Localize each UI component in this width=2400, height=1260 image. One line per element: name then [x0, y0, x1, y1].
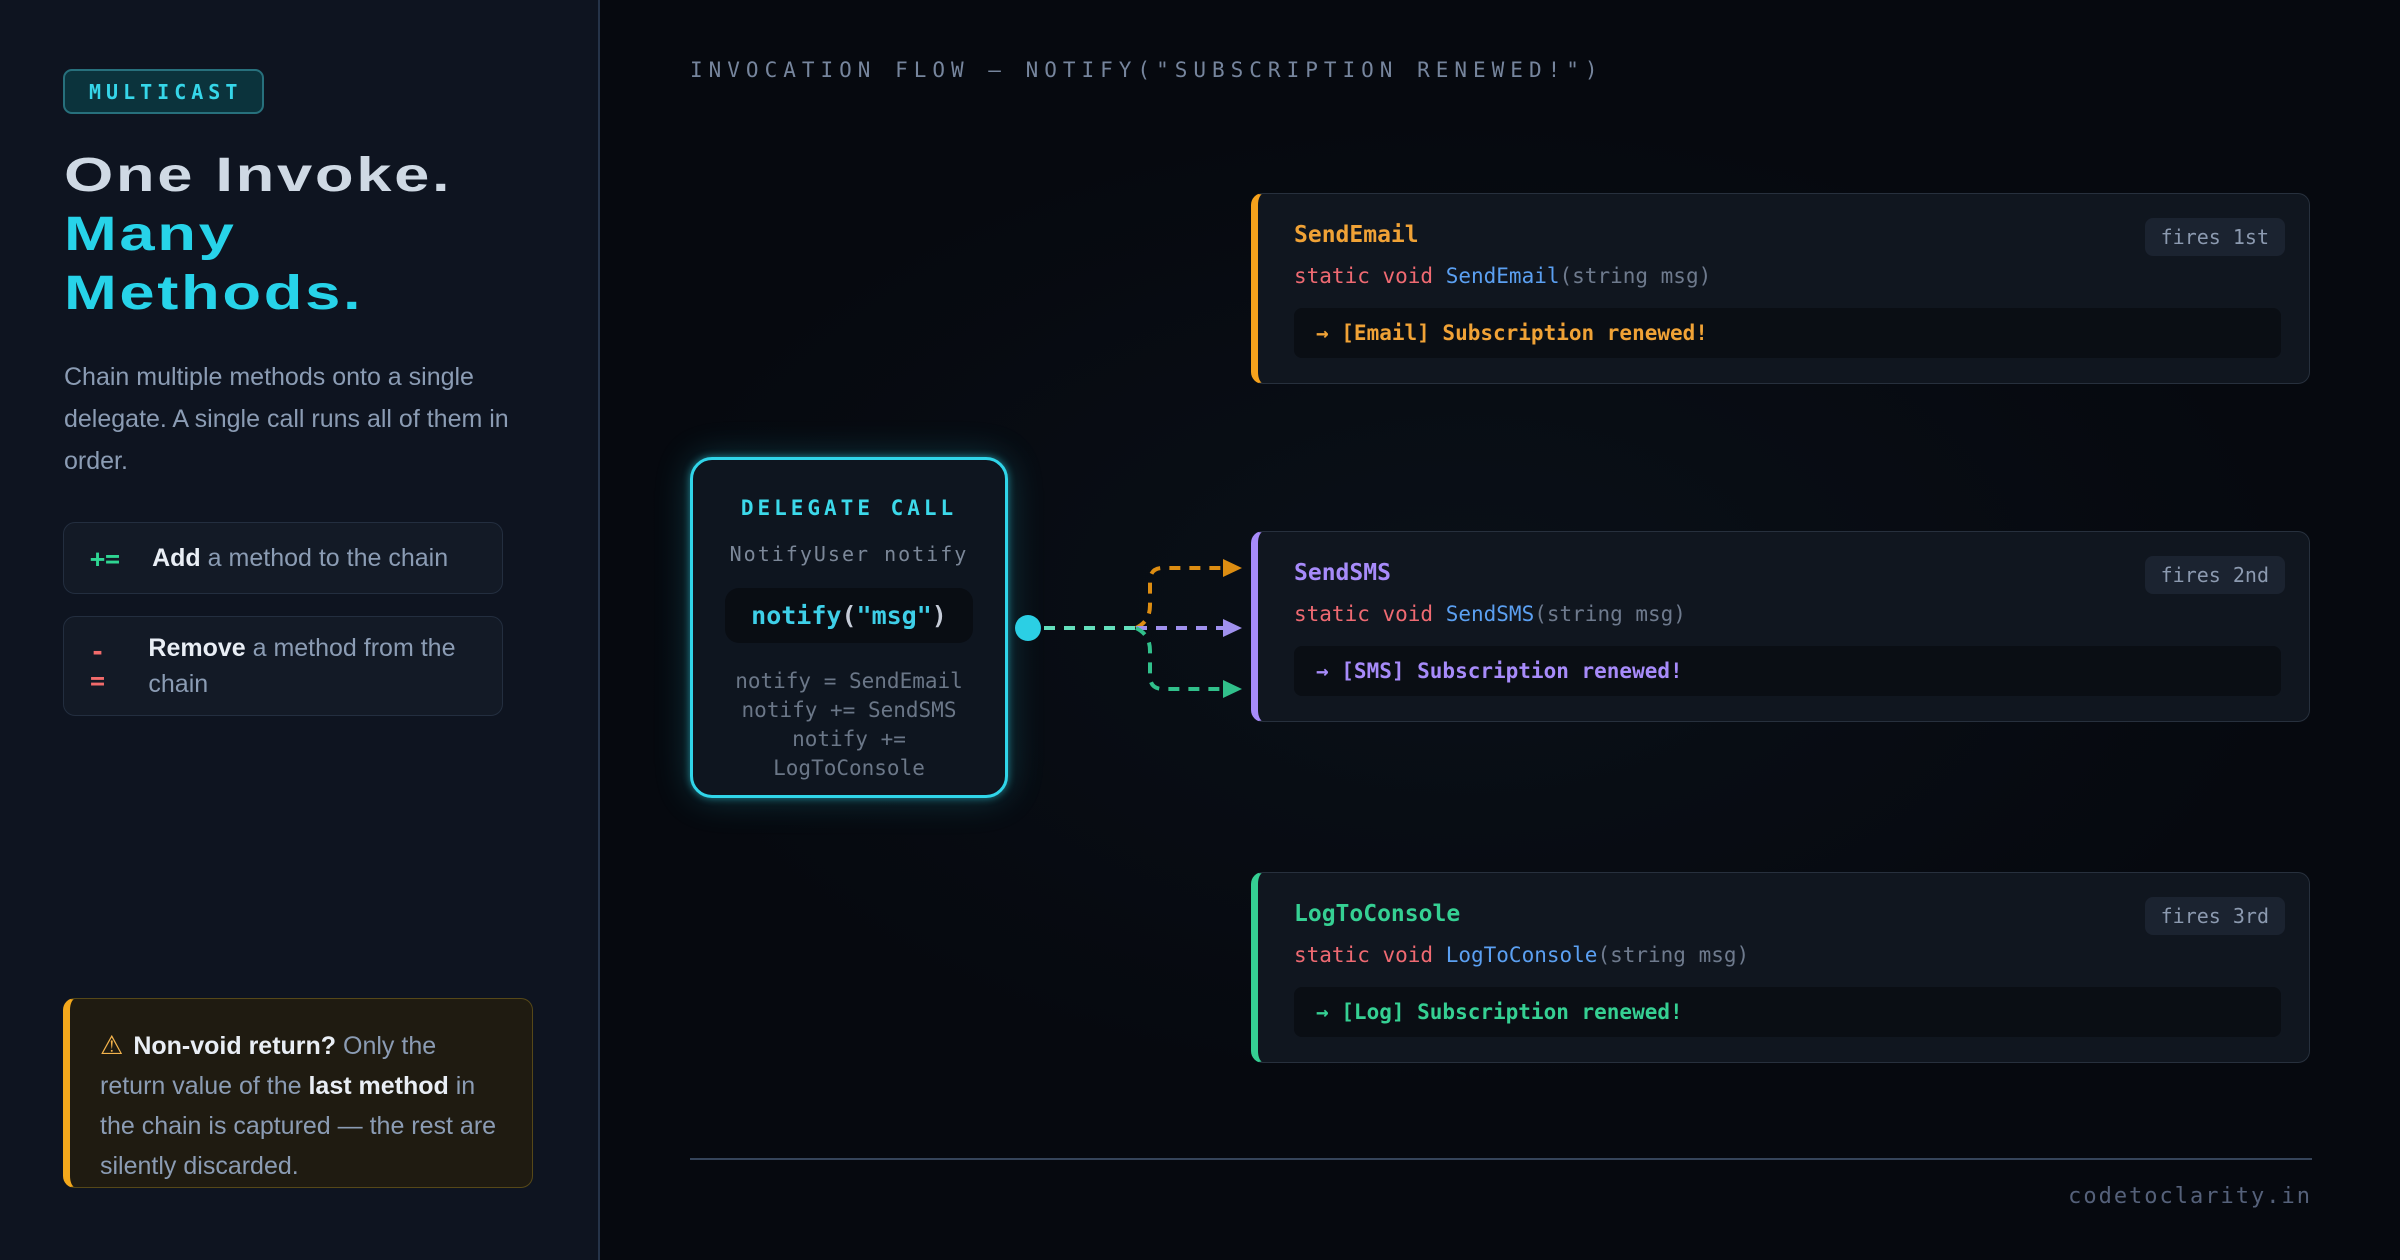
- delegate-call-node: DELEGATE CALL NotifyUser notify notify("…: [690, 457, 1008, 798]
- delegate-title: DELEGATE CALL: [740, 496, 958, 520]
- minus-equals-symbol: -=: [90, 637, 106, 695]
- watermark-text: codetoclarity.in: [2068, 1184, 2312, 1209]
- console-output-row: → [Email] Subscription renewed!: [1294, 308, 2281, 358]
- invoke-code-pill: notify("msg"): [725, 588, 973, 643]
- fires-order-badge: fires 2nd: [2144, 556, 2285, 594]
- description-text: Chain multiple methods onto a single del…: [64, 363, 509, 475]
- fires-order-badge: fires 1st: [2144, 218, 2285, 256]
- console-output-text: → [SMS] Subscription renewed!: [1316, 659, 1683, 683]
- flow-diagram: INVOCATION FLOW — NOTIFY("SUBSCRIPTION R…: [600, 0, 2400, 1260]
- topic-badge: MULTICAST: [63, 69, 265, 114]
- flow-line-green: [1135, 626, 1224, 691]
- flow-arrow-green: [1223, 680, 1242, 698]
- add-operator-card: += Add a method to the chain: [63, 522, 503, 594]
- fires-order-badge: fires 3rd: [2144, 897, 2285, 935]
- delegate-subtitle: NotifyUser notify: [729, 542, 969, 566]
- flow-line-orange: [1135, 566, 1224, 630]
- add-operator-label: Add a method to the chain: [152, 544, 449, 572]
- flow-connector: [1015, 559, 1242, 698]
- flow-origin-dot: [1015, 615, 1041, 641]
- sidebar: MULTICAST One Invoke. Many Methods. Chai…: [0, 0, 600, 1260]
- flow-arrow-orange: [1223, 559, 1242, 577]
- chain-assignment-code: notify = SendEmail notify += SendSMS not…: [735, 669, 963, 780]
- method-name: SendEmail: [1294, 222, 1419, 248]
- warning-note: ⚠Non-void return? Only the return value …: [63, 998, 533, 1188]
- footer-divider: [690, 1158, 2312, 1160]
- method-name: SendSMS: [1294, 560, 1391, 586]
- title-line-3: Methods.: [64, 267, 364, 320]
- title-line-1: One Invoke.: [64, 149, 453, 202]
- title-line-2: Many: [64, 208, 237, 261]
- console-output-row: → [SMS] Subscription renewed!: [1294, 646, 2281, 696]
- remove-operator-card: -= Remove a method from the chain: [63, 616, 503, 716]
- plus-equals-symbol: +=: [90, 543, 121, 573]
- flow-header: INVOCATION FLOW — NOTIFY("SUBSCRIPTION R…: [690, 58, 1604, 82]
- method-name: LogToConsole: [1294, 901, 1461, 927]
- console-output-text: → [Log] Subscription renewed!: [1316, 1000, 1683, 1024]
- console-output-row: → [Log] Subscription renewed!: [1294, 987, 2281, 1037]
- flow-arrow-purple: [1223, 619, 1242, 637]
- remove-operator-label: Remove a method from the chain: [148, 634, 456, 698]
- page-title: One Invoke. Many Methods.: [64, 146, 450, 323]
- console-output-text: → [Email] Subscription renewed!: [1316, 321, 1708, 345]
- warning-icon: ⚠: [100, 1030, 124, 1060]
